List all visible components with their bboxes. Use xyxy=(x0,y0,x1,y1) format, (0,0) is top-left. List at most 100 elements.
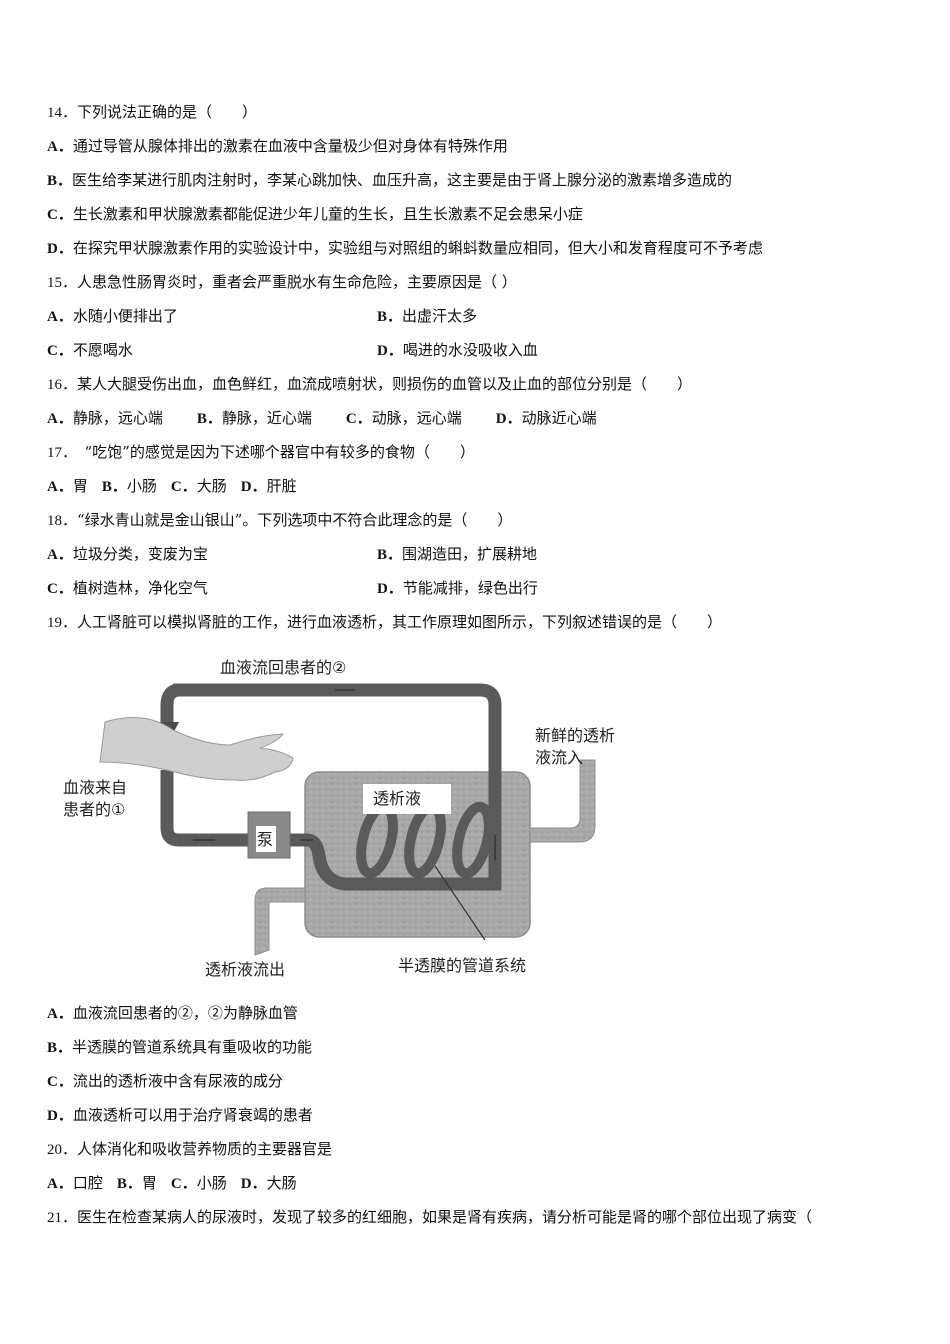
question-17-option-d: D．肝脏 xyxy=(241,476,297,497)
question-14-option-b: B．医生给李某进行肌肉注射时，李某心跳加快、血压升高，这主要是由于肾上腺分泌的激… xyxy=(47,170,732,191)
option-text: 出虚汗太多 xyxy=(402,307,478,325)
question-19-stem: 19．人工肾脏可以模拟肾脏的工作，进行血液透析，其工作原理如图所示，下列叙述错误… xyxy=(47,612,722,633)
fresh-dialysate-inlet-pipe xyxy=(529,759,596,843)
option-letter: C． xyxy=(47,581,73,597)
option-letter: A． xyxy=(47,309,73,325)
option-letter: A． xyxy=(47,411,73,427)
option-letter: B． xyxy=(47,1040,73,1056)
option-text: 动脉，远心端 xyxy=(371,409,462,427)
incoming-blood-tube xyxy=(160,770,253,847)
option-text: 通过导管从腺体排出的激素在血液中含量极少但对身体有特殊作用 xyxy=(72,137,508,155)
membrane-tube xyxy=(285,833,502,891)
option-text: 血液透析可以用于治疗肾衰竭的患者 xyxy=(72,1106,313,1124)
option-letter: D． xyxy=(47,1108,73,1124)
option-letter: D． xyxy=(47,241,73,257)
option-letter: C． xyxy=(47,1074,73,1090)
dialysate-outlet-pipe xyxy=(254,887,306,956)
dialysis-diagram-illustration xyxy=(99,683,596,956)
option-letter: A． xyxy=(47,547,73,563)
option-letter: A． xyxy=(47,1006,73,1022)
question-17-option-a: A．胃 xyxy=(47,476,88,497)
dialysate-label-bg xyxy=(363,784,451,814)
question-16-stem: 16．某人大腿受伤出血，血色鲜红，血流成喷射状，则损伤的血管以及止血的部位分别是… xyxy=(47,374,692,395)
option-letter: C． xyxy=(345,411,372,427)
option-text: 在探究甲状腺激素作用的实验设计中，实验组与对照组的蝌蚪数量应相同，但大小和发育程… xyxy=(72,239,763,257)
option-text: 医生给李某进行肌肉注射时，李某心跳加快、血压升高，这主要是由于肾上腺分泌的激素增… xyxy=(72,171,733,189)
option-text: 大肠 xyxy=(266,1174,297,1192)
option-text: 不愿喝水 xyxy=(72,341,133,359)
pump-label-bg xyxy=(256,826,276,852)
label-blood-from-line-1: 血液来自 xyxy=(63,778,128,797)
label-pump: 泵 xyxy=(257,830,274,849)
question-21-stem: 21．医生在检查某病人的尿液时，发现了较多的红细胞，如果是肾有疾病，请分析可能是… xyxy=(47,1207,812,1228)
question-16-options: A．静脉，远心端 B．静脉，近心端 C．动脉，远心端 D．动脉近心端 xyxy=(47,408,611,429)
option-letter: A． xyxy=(47,479,73,495)
question-18-option-c: C．植树造林，净化空气 xyxy=(47,579,208,597)
option-letter: D． xyxy=(377,343,403,359)
option-letter: A． xyxy=(47,1176,73,1192)
question-17-options: A．胃 B．小肠 C．大肠 D．肝脏 xyxy=(47,476,311,497)
question-18-option-b: B．围湖造田，扩展耕地 xyxy=(377,544,537,565)
option-letter: C． xyxy=(170,479,197,495)
return-blood-tube-bend xyxy=(160,683,181,725)
label-blood-from-line-2: 患者的① xyxy=(63,800,126,819)
label-membrane-system: 半透膜的管道系统 xyxy=(398,956,527,975)
option-text: 节能减排，绿色出行 xyxy=(402,579,538,597)
membrane-pointer-line xyxy=(434,865,486,941)
question-15-option-d: D．喝进的水没吸收入血 xyxy=(377,340,538,361)
question-18-options-row-1: A．垃圾分类，变废为宝 B．围湖造田，扩展耕地 xyxy=(47,544,907,565)
patient-arm xyxy=(99,717,294,781)
question-20-option-a: A．口腔 xyxy=(47,1173,103,1194)
option-text: 血液流回患者的②，②为静脉血管 xyxy=(72,1004,298,1022)
option-letter: B． xyxy=(377,547,403,563)
option-text: 小肠 xyxy=(196,1174,227,1192)
question-17-option-c: C．大肠 xyxy=(171,476,227,497)
question-text: 人体消化和吸收营养物质的主要器官是 xyxy=(77,1140,333,1158)
option-text: 喝进的水没吸收入血 xyxy=(402,341,538,359)
question-number: 14． xyxy=(47,105,78,121)
option-text: 植树造林，净化空气 xyxy=(72,579,208,597)
question-16-option-c: C．动脉，远心端 xyxy=(346,408,462,429)
question-19-option-a: A．血液流回患者的②，②为静脉血管 xyxy=(47,1003,298,1024)
question-19-option-c: C．流出的透析液中含有尿液的成分 xyxy=(47,1071,283,1092)
question-18-option-a: A．垃圾分类，变废为宝 xyxy=(47,545,208,563)
question-14-option-d: D．在探究甲状腺激素作用的实验设计中，实验组与对照组的蝌蚪数量应相同，但大小和发… xyxy=(47,238,763,259)
label-fresh-dialysate-line-1: 新鲜的透析 xyxy=(535,726,616,745)
question-number: 19． xyxy=(47,615,78,631)
question-number: 15． xyxy=(47,275,78,291)
question-20-option-b: B．胃 xyxy=(117,1173,157,1194)
question-19-option-b: B．半透膜的管道系统具有重吸收的功能 xyxy=(47,1037,312,1058)
question-15-options-row-1: A．水随小便排出了 B．出虚汗太多 xyxy=(47,306,907,327)
question-17-option-b: B．小肠 xyxy=(102,476,157,497)
option-letter: B． xyxy=(116,1176,142,1192)
question-19-option-d: D．血液透析可以用于治疗肾衰竭的患者 xyxy=(47,1105,313,1126)
question-16-option-a: A．静脉，远心端 xyxy=(47,408,163,429)
option-text: 流出的透析液中含有尿液的成分 xyxy=(72,1072,283,1090)
option-text: 垃圾分类，变废为宝 xyxy=(72,545,208,563)
option-text: 静脉，近心端 xyxy=(221,409,312,427)
question-number: 16． xyxy=(47,377,78,393)
option-letter: B． xyxy=(101,479,127,495)
label-dialysate-outflow: 透析液流出 xyxy=(205,960,286,979)
question-20-stem: 20．人体消化和吸收营养物质的主要器官是 xyxy=(47,1139,332,1160)
question-20-options: A．口腔 B．胃 C．小肠 D．大肠 xyxy=(47,1173,311,1194)
question-text: 人工肾脏可以模拟肾脏的工作，进行血液透析，其工作原理如图所示，下列叙述错误的是（… xyxy=(77,613,723,631)
option-letter: C． xyxy=(170,1176,197,1192)
option-letter: B． xyxy=(196,411,222,427)
question-15-options-row-2: C．不愿喝水 D．喝进的水没吸收入血 xyxy=(47,340,907,361)
question-20-option-d: D．大肠 xyxy=(241,1173,297,1194)
question-15-option-c: C．不愿喝水 xyxy=(47,341,133,359)
option-letter: D． xyxy=(240,1176,267,1192)
option-text: 动脉近心端 xyxy=(521,409,597,427)
question-16-option-d: D．动脉近心端 xyxy=(496,408,597,429)
question-15-option-b: B．出虚汗太多 xyxy=(377,306,477,327)
question-18-option-d: D．节能减排，绿色出行 xyxy=(377,578,538,599)
option-text: 静脉，远心端 xyxy=(72,409,163,427)
option-text: 生长激素和甲状腺激素都能促进少年儿童的生长，且生长激素不足会患呆小症 xyxy=(72,205,583,223)
option-letter: C． xyxy=(47,207,73,223)
question-15-option-a: A．水随小便排出了 xyxy=(47,307,178,325)
question-number: 17． xyxy=(47,445,70,461)
question-text: 医生在检查某病人的尿液时，发现了较多的红细胞，如果是肾有疾病，请分析可能是肾的哪… xyxy=(77,1208,813,1226)
membrane-coil-3 xyxy=(452,801,494,879)
question-text: 人患急性肠胃炎时，重者会严重脱水有生命危险，主要原因是（ ） xyxy=(77,273,517,291)
